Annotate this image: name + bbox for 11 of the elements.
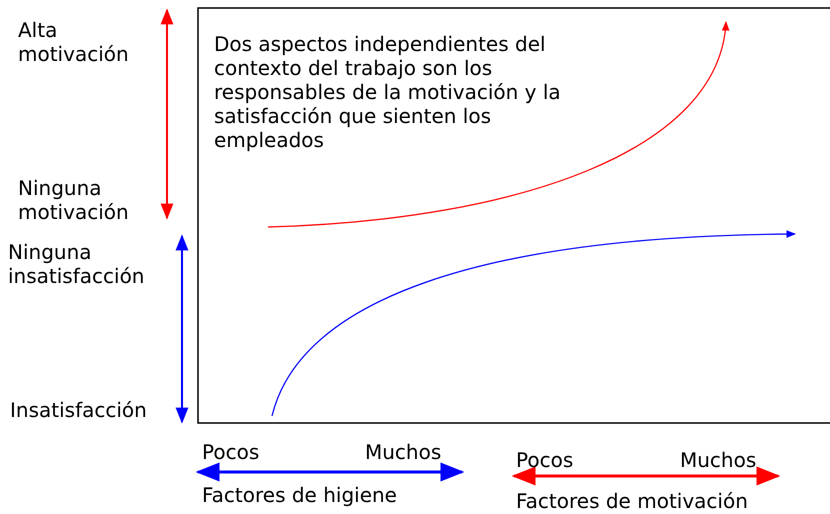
axis-title: Factores de higiene [202,483,397,507]
scale-label: Muchos [365,440,442,464]
scale-label: Pocos [516,448,574,472]
axis-title: Factores de motivación [516,489,748,513]
scale-label: Pocos [202,440,260,464]
axis-label: Ninguna motivación [18,176,130,224]
note-text: Dos aspectos independientes del contexto del trabajo son los responsables de la motivación y la satisfacción que sienten los empleados [214,32,562,152]
axis-label: Alta motivación [18,18,130,66]
axis-label: Ninguna insatisfacción [8,240,146,288]
axis-label: Insatisfacción [10,398,147,422]
scale-label: Muchos [680,448,756,472]
